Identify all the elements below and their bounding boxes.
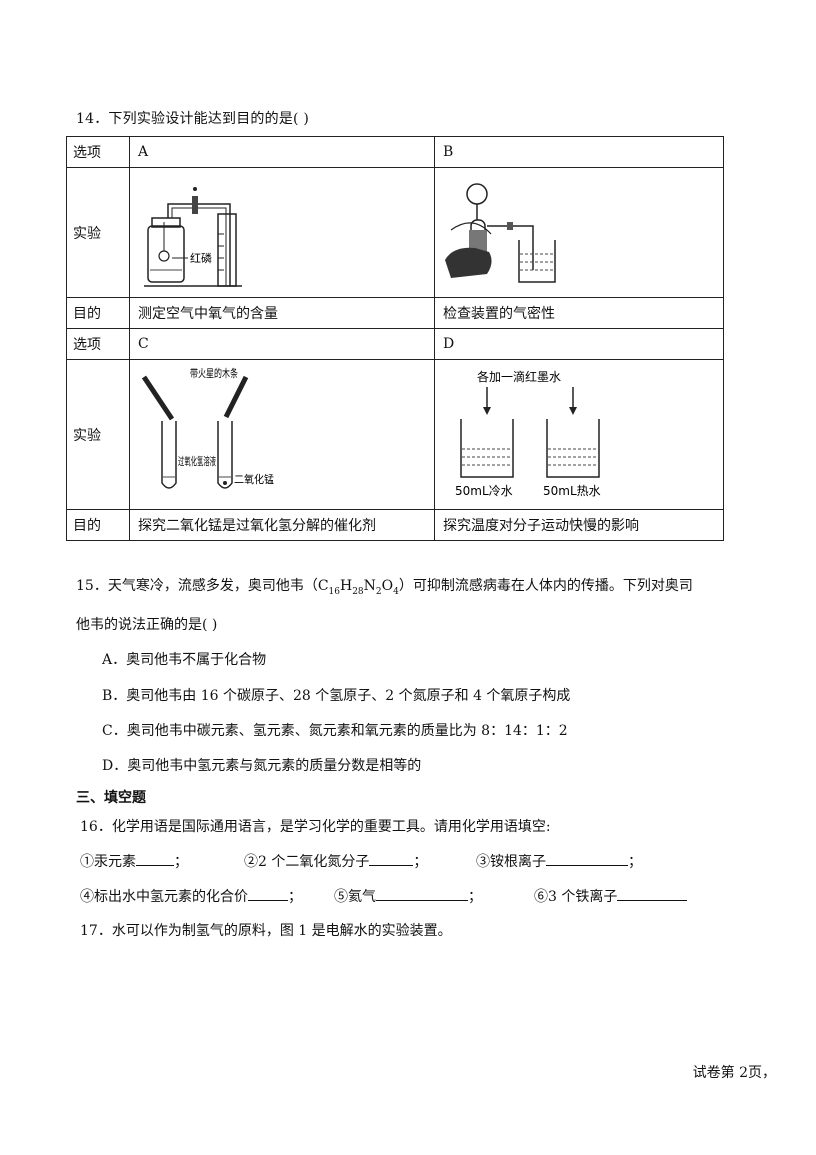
header-label-2: 选项 — [66, 328, 130, 360]
q16-item-6: ⑥3 个铁离子 — [534, 886, 688, 906]
q15-option-b: B．奥司他韦由 16 个碳原子、28 个氢原子、2 个氮原子和 4 个氧原子构成 — [102, 688, 571, 704]
diffusion-figure: 各加一滴红墨水 50mL冷水 50mL热水 — [455, 369, 601, 498]
section-3-heading: 三、填空题 — [76, 790, 146, 806]
q15-text-post: ）可抑制流感病毒在人体内的传播。下列对奥司 — [398, 578, 693, 594]
sub-o: 4 — [393, 586, 399, 597]
goal-label-2: 目的 — [66, 509, 130, 541]
option-c-goal: 探究二氧化锰是过氧化氢分解的催化剂 — [129, 509, 435, 541]
cold-water-label: 50mL冷水 — [455, 484, 513, 498]
item-1-label: ①汞元素 — [80, 854, 136, 870]
ink-label: 各加一滴红墨水 — [477, 369, 561, 384]
exp-label-2: 实验 — [66, 359, 130, 510]
formula-o: O — [381, 578, 394, 594]
blank-3[interactable] — [546, 865, 628, 866]
option-a-goal: 测定空气中氧气的含量 — [129, 297, 435, 329]
mno2-label: 二氧化锰 — [234, 472, 274, 486]
separator: ； — [174, 854, 188, 870]
q15-option-d: D．奥司他韦中氢元素与氮元素的质量分数是相等的 — [102, 758, 422, 774]
catalyst-test-figure: 带火星的木条 过氧化氢溶液 二氧化锰 — [141, 366, 274, 489]
option-b-letter: B — [434, 136, 724, 168]
q16-item-1: ①汞元素 ； — [80, 851, 188, 871]
q15-line1: 15．天气寒冷，流感多发，奥司他韦（C16H28N2O4）可抑制流感病毒在人体内… — [76, 575, 693, 597]
q16-item-5: ⑤氦气 ； — [334, 886, 482, 906]
q15-option-a: A．奥司他韦不属于化合物 — [102, 652, 267, 668]
option-d-letter: D — [434, 328, 724, 360]
blank-6[interactable] — [617, 900, 688, 901]
option-c-letter: C — [129, 328, 435, 360]
sub-h: 28 — [352, 586, 364, 597]
q15-option-c: C．奥司他韦中碳元素、氢元素、氮元素和氧元素的质量比为 8：14：1：2 — [102, 723, 568, 739]
blank-5[interactable] — [376, 900, 468, 901]
blank-4[interactable] — [248, 900, 288, 901]
item-5-label: ⑤氦气 — [334, 889, 376, 905]
item-3-label: ③铵根离子 — [476, 854, 546, 870]
formula-h: H — [339, 578, 353, 594]
q17-text: 17．水可以作为制氢气的原料，图 1 是电解水的实验装置。 — [80, 923, 452, 939]
option-a-letter: A — [129, 136, 435, 168]
q16-item-3: ③铵根离子 ； — [476, 851, 642, 871]
q16-intro: 16．化学用语是国际通用语言，是学习化学的重要工具。请用化学用语填空: — [80, 819, 551, 835]
header-label: 选项 — [66, 136, 130, 168]
separator: ； — [413, 854, 428, 870]
blank-1[interactable] — [136, 865, 174, 866]
sub-n: 2 — [375, 586, 382, 597]
q14-title: 14．下列实验设计能达到目的的是( ) — [76, 111, 309, 127]
blank-2[interactable] — [369, 865, 414, 866]
item-6-label: ⑥3 个铁离子 — [534, 889, 618, 905]
hot-water-label: 50mL热水 — [543, 484, 601, 498]
q15-text-pre: 15．天气寒冷，流感多发，奥司他韦（C — [76, 578, 329, 594]
airtightness-figure — [445, 182, 556, 283]
item-4-label: ④标出水中氢元素的化合价 — [80, 889, 248, 905]
separator: ； — [628, 854, 642, 870]
formula-n: N — [363, 578, 376, 594]
exp-label: 实验 — [66, 167, 130, 298]
item-2-label: ②2 个二氧化氮分子 — [244, 854, 370, 870]
q14-table: 选项 A B 实验 — [66, 136, 724, 541]
separator: ； — [288, 889, 302, 905]
page-footer: 试卷第 2页， — [692, 1065, 776, 1081]
q15-line2: 他韦的说法正确的是( ) — [76, 617, 218, 633]
q16-item-2: ②2 个二氧化氮分子 ； — [244, 851, 427, 871]
figure-b-cell — [434, 167, 724, 298]
sub-c: 16 — [328, 586, 340, 597]
q16-item-4: ④标出水中氢元素的化合价 ； — [80, 886, 302, 906]
goal-label: 目的 — [66, 297, 130, 329]
splint-label: 带火星的木条 — [190, 366, 238, 380]
phosphorus-jar-figure: 红磷 — [144, 186, 242, 287]
figure-c-cell: 带火星的木条 过氧化氢溶液 二氧化锰 — [129, 359, 435, 510]
option-d-goal: 探究温度对分子运动快慢的影响 — [434, 509, 724, 541]
option-b-goal: 检查装置的气密性 — [434, 297, 724, 329]
peroxide-label: 过氧化氢溶液 — [178, 454, 216, 468]
figure-d-cell: 各加一滴红墨水 50mL冷水 50mL热水 — [434, 359, 724, 510]
figure-a-cell: 红磷 — [129, 167, 435, 298]
phosphorus-label: 红磷 — [190, 252, 212, 265]
separator: ； — [468, 889, 482, 905]
